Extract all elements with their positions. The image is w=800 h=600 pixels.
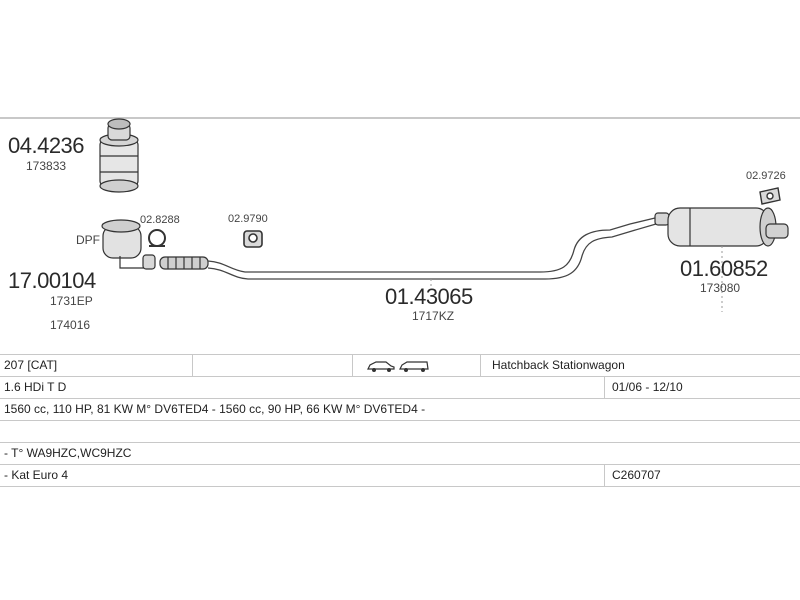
type-codes-cell: - T° WA9HZC,WC9HZC — [4, 446, 132, 460]
specs-cell: 1560 cc, 110 HP, 81 KW M° DV6TED4 - 1560… — [4, 402, 426, 416]
stationwagon-car-icon — [398, 359, 430, 376]
catalyst-part-icon — [99, 118, 139, 193]
table-row: 207 [CAT] Hatchback Stationwagon — [0, 354, 800, 377]
clamp-part-icon — [148, 229, 166, 247]
table-row: 1560 cc, 110 HP, 81 KW M° DV6TED4 - 1560… — [0, 399, 800, 421]
dpf-part-icon — [101, 219, 156, 270]
table-row: - Kat Euro 4 C260707 — [0, 465, 800, 487]
body-types-cell: Hatchback Stationwagon — [492, 358, 625, 372]
leader-lines — [430, 246, 723, 312]
exhaust-diagram — [99, 118, 789, 312]
catalog-code-cell: C260707 — [612, 468, 661, 482]
rear-silencer-icon — [654, 207, 789, 247]
table-row: - T° WA9HZC,WC9HZC — [0, 443, 800, 465]
rubber-mount-icon — [243, 230, 263, 248]
part-code-rear-bracket: 02.9726 — [746, 170, 786, 182]
dpf-label: DPF — [76, 233, 100, 247]
flex-pipe-icon — [159, 256, 209, 270]
application-table: 207 [CAT] Hatchback Stationwagon 1.6 HDi… — [0, 354, 800, 487]
part-ref-dpf-1: 1731EP — [50, 294, 93, 308]
table-row — [0, 421, 800, 443]
part-code-catalyst: 04.4236 — [8, 133, 85, 158]
part-code-bracket: 02.9790 — [228, 213, 268, 225]
part-ref-catalyst: 173833 — [26, 159, 67, 173]
table-row: 1.6 HDi T D 01/06 - 12/10 — [0, 377, 800, 399]
hatchback-car-icon — [366, 359, 396, 376]
part-code-rear-silencer: 01.60852 — [680, 256, 768, 281]
middle-pipe-icon — [207, 217, 657, 280]
part-ref-rear-silencer: 173080 — [700, 281, 741, 295]
part-ref-dpf-2: 174016 — [50, 318, 91, 332]
part-code-dpf: 17.00104 — [8, 268, 96, 293]
dates-cell: 01/06 - 12/10 — [612, 380, 683, 394]
engine-cell: 1.6 HDi T D — [4, 380, 67, 394]
model-cell: 207 [CAT] — [4, 358, 58, 372]
part-code-middle-pipe: 01.43065 — [385, 284, 473, 309]
part-code-clamp: 02.8288 — [140, 214, 180, 226]
part-ref-middle-pipe: 1717KZ — [412, 309, 455, 323]
emission-cell: - Kat Euro 4 — [4, 468, 69, 482]
top-divider — [0, 117, 800, 119]
rear-mount-icon — [759, 187, 781, 205]
